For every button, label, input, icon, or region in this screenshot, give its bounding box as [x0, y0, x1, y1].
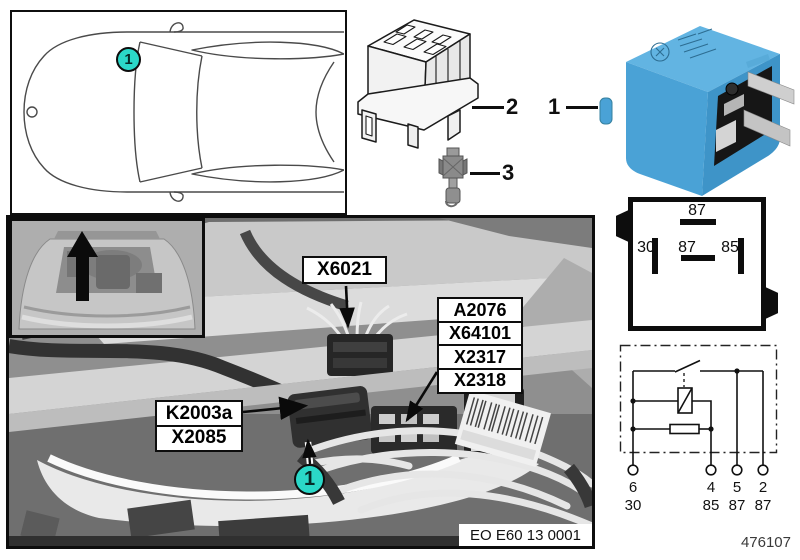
pin-number: 4	[707, 479, 715, 496]
hood-detail-circle	[26, 106, 38, 118]
marker-1-arrow	[302, 438, 317, 465]
side-window-bottom	[191, 164, 344, 183]
location-up-arrow-icon	[67, 231, 98, 301]
callout-number-terminal: 3	[502, 160, 515, 185]
label-a2076: A2076	[437, 297, 523, 323]
car-mirror-top	[169, 22, 184, 33]
engine-bay-inset-drawing	[12, 221, 202, 335]
pin-diagram-right-tab	[761, 285, 778, 321]
pin-label-87-top: 87	[688, 202, 706, 219]
callout-number-relay: 1	[548, 94, 561, 119]
pin-slot-85	[738, 238, 744, 274]
photo-callout-number: 1	[303, 468, 316, 490]
terminal-name: 30	[625, 497, 642, 514]
relay-blade-pin-1	[747, 71, 795, 105]
module-labels-arrow	[405, 371, 439, 423]
photo-reference-stamp: EO E60 13 0001	[459, 524, 592, 546]
terminal-circle-4	[705, 464, 717, 476]
relay-photo	[599, 26, 795, 196]
windshield-pillars	[139, 41, 203, 183]
k2003a-arrow	[242, 396, 309, 420]
relay-pin-diagram: 87 30 87 85	[616, 197, 778, 331]
terminal-circle-2	[757, 464, 769, 476]
barcode-label	[454, 390, 552, 468]
x6021-arrow	[339, 285, 355, 329]
pin-label-30: 30	[637, 239, 655, 256]
pin-slot-87-top	[680, 219, 716, 225]
resistor-symbol	[669, 423, 700, 435]
schematic-boundary	[619, 344, 778, 454]
pin-slot-30	[652, 238, 658, 274]
pin-number: 6	[629, 479, 637, 496]
callout-line-1	[566, 106, 598, 109]
car-body-outline	[23, 31, 344, 193]
pin-number: 2	[759, 479, 767, 496]
callout-number-socket: 2	[506, 94, 519, 119]
label-x64101: X64101	[437, 320, 523, 347]
relay-label-group: K2003a X2085	[155, 400, 243, 452]
callout-line-3	[470, 172, 500, 175]
pin-diagram-left-tab	[616, 208, 633, 244]
engine-bay-inset	[9, 218, 205, 338]
terminal-name: 87	[729, 497, 746, 514]
locator-callout-marker-1[interactable]: 1	[116, 47, 141, 72]
module-label-group: A2076 X64101 X2317 X2318	[437, 297, 523, 394]
engine-bay-photo-panel: X6021 A2076 X64101 X2317 X2318 K2003a X2…	[6, 215, 595, 549]
relay-blade-pin-2	[743, 109, 791, 147]
rear-window-edge	[315, 61, 335, 163]
relay-side-tab	[599, 97, 613, 125]
k2003a-relay-body	[287, 386, 373, 448]
label-x2318: X2318	[437, 367, 523, 394]
pin-slot-87-center	[681, 255, 715, 261]
locator-callout-number: 1	[124, 51, 133, 68]
label-x2317: X2317	[437, 344, 523, 370]
switch-blade	[674, 359, 701, 373]
relay-socket-drawing	[357, 19, 479, 149]
pin-terminal-drawing	[438, 147, 468, 208]
photo-callout-marker-1[interactable]: 1	[294, 464, 325, 495]
connector-label-x6021: X6021	[302, 256, 387, 284]
car-top-view-drawing	[23, 22, 344, 202]
terminal-circle-6	[627, 464, 639, 476]
label-k2003a: K2003a	[155, 400, 243, 427]
windshield-right-edge	[196, 55, 203, 169]
terminal-name: 87	[755, 497, 772, 514]
pin-label-85: 85	[721, 239, 739, 256]
pin-label-87-center: 87	[678, 239, 696, 256]
label-x2085: X2085	[155, 424, 243, 452]
side-window-top	[191, 41, 344, 60]
relay-top-print	[650, 28, 717, 62]
terminal-name: 85	[703, 497, 720, 514]
pin-number: 5	[733, 479, 741, 496]
car-locator-panel: 1	[10, 10, 347, 215]
document-number: 476107	[740, 534, 791, 551]
relay-circuit-schematic: 6 4 5 2 30 85 87 87	[619, 344, 778, 514]
callout-line-2	[472, 106, 504, 109]
car-mirror-bottom	[169, 191, 184, 202]
terminal-circle-5	[731, 464, 743, 476]
photo-pointer-arrows	[242, 285, 439, 465]
